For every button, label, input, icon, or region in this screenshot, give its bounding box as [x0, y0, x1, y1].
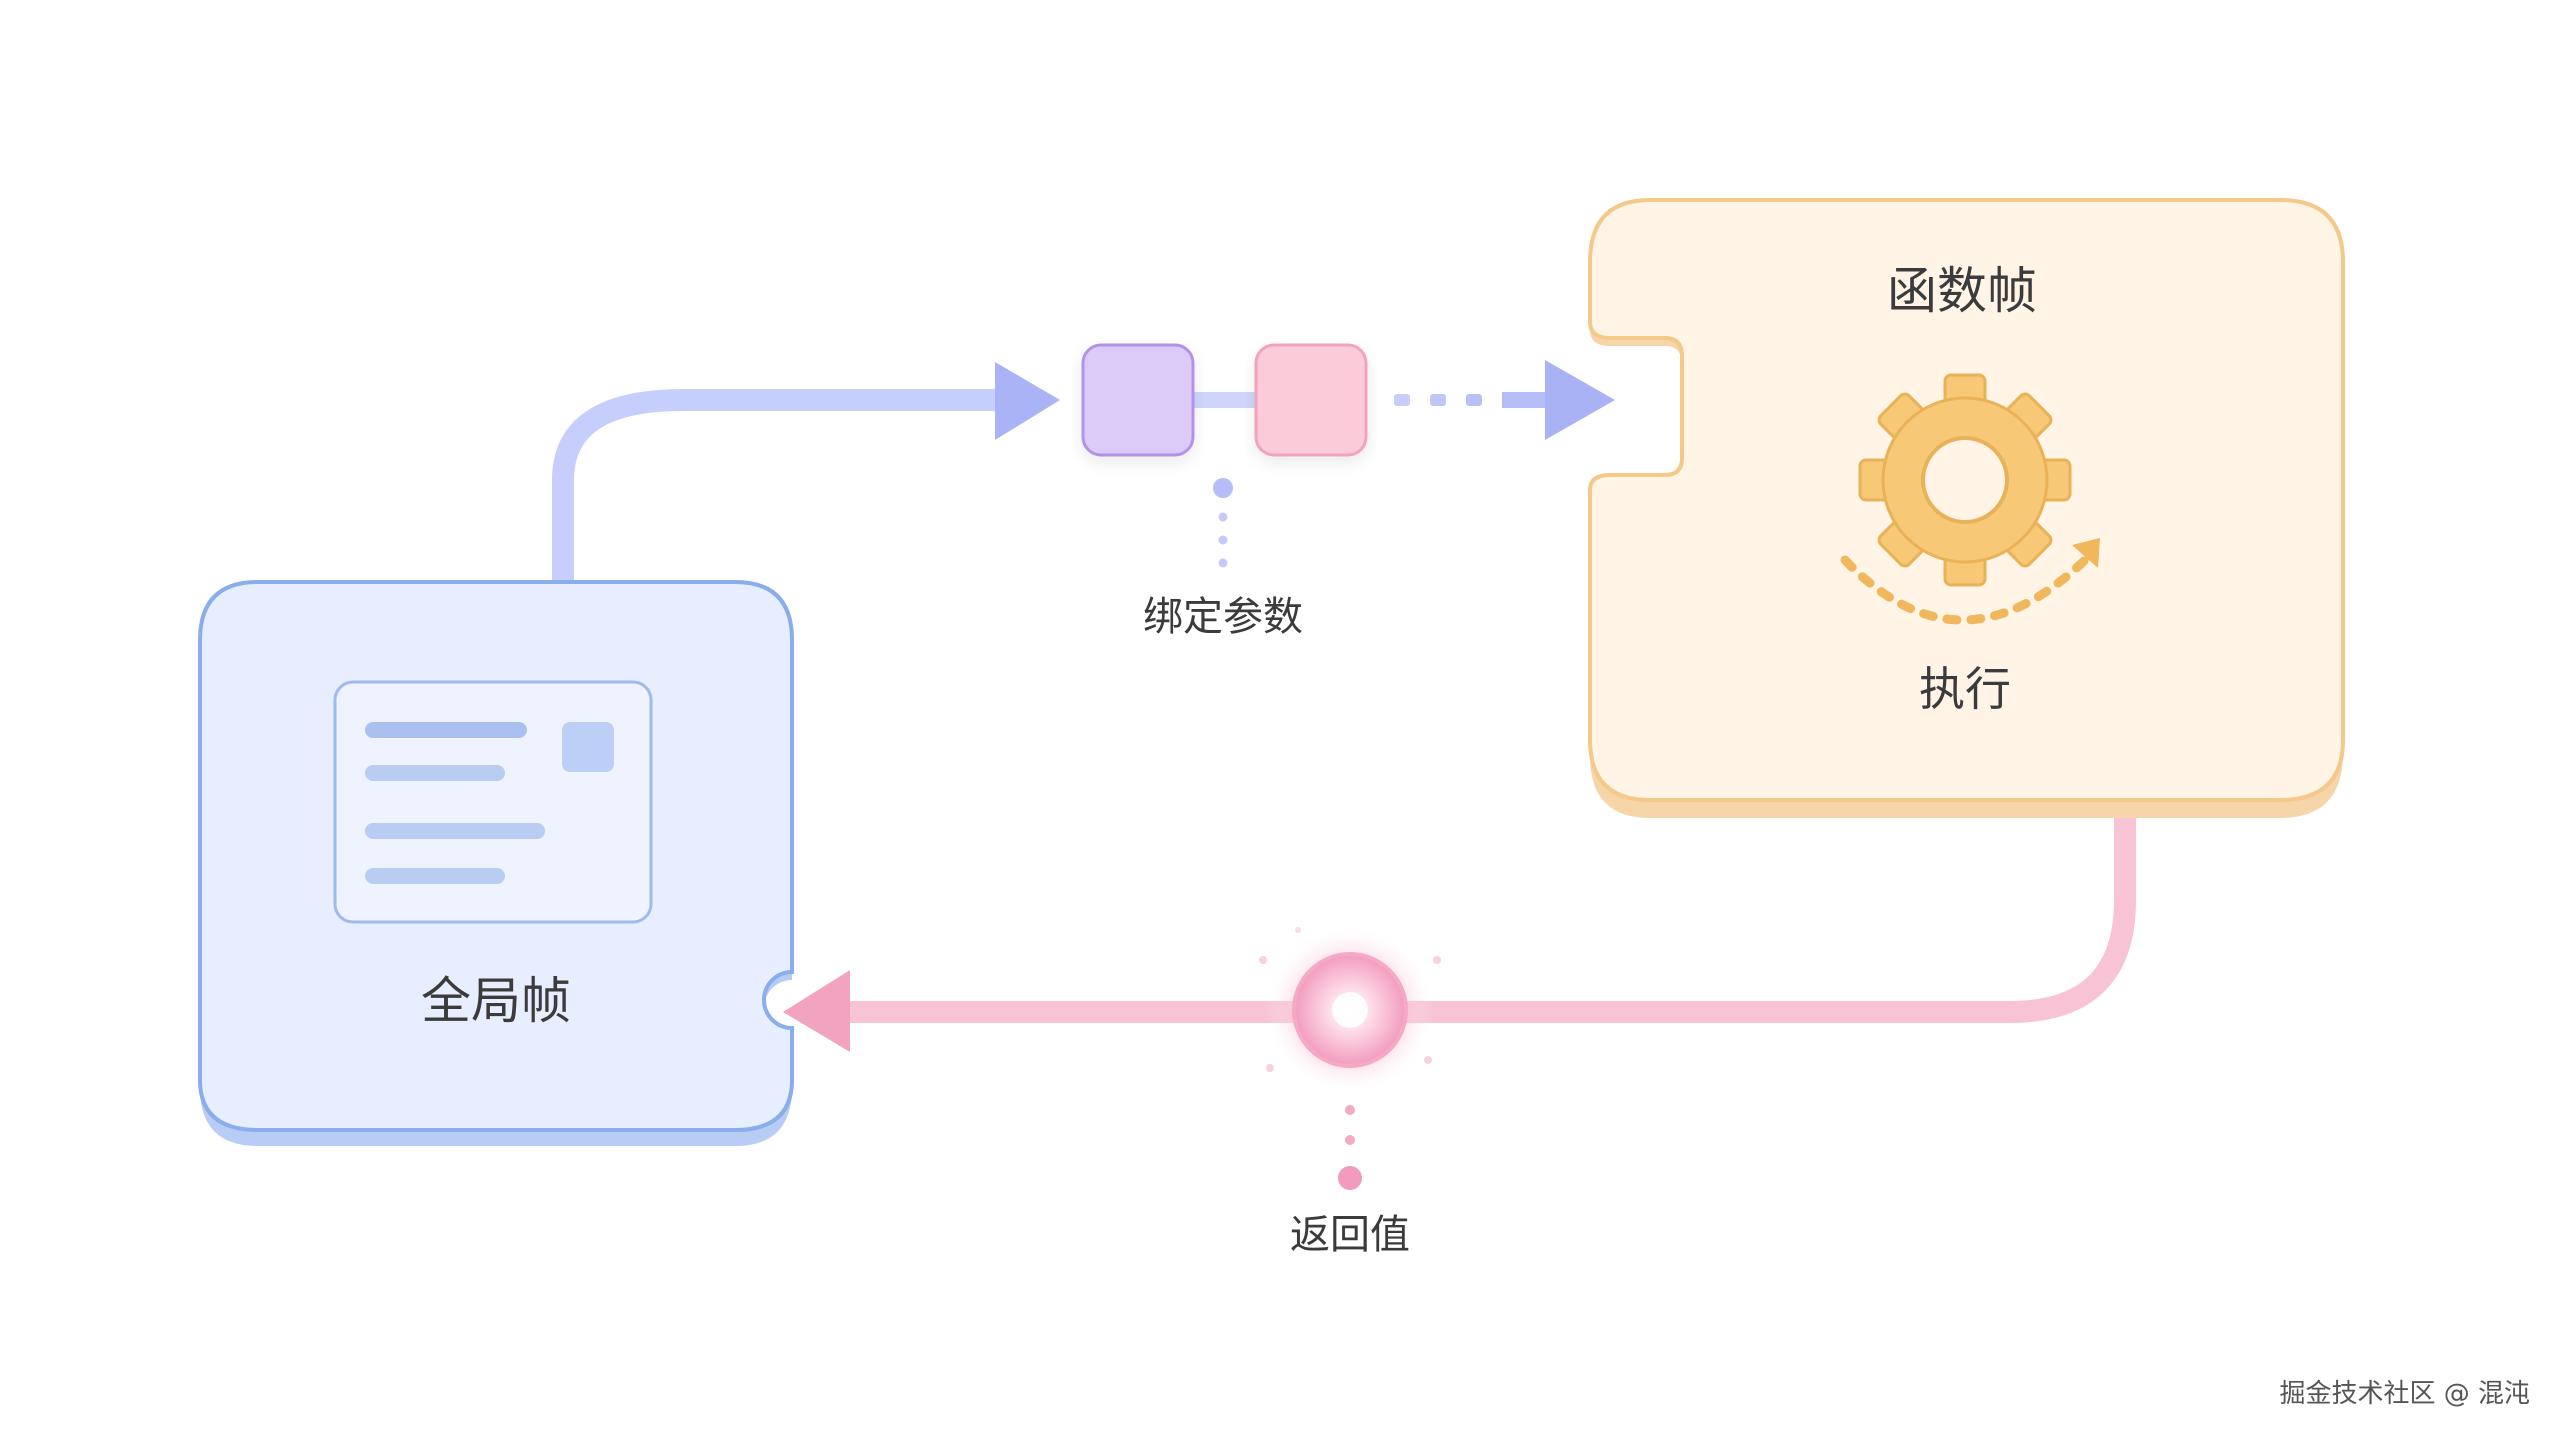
- return-arrow-head: [783, 970, 850, 1052]
- rotation-arrow-icon: [1840, 538, 2100, 625]
- bind-params-leader: [1213, 478, 1233, 568]
- param-block-pink: [1254, 343, 1368, 457]
- watermark: 掘金技术社区 @ 混沌: [2279, 1379, 2530, 1409]
- return-arrow-line: [830, 810, 2136, 1023]
- return-arrow: [783, 810, 2136, 1052]
- param-connector: [1190, 392, 1260, 408]
- call-arrow: [552, 362, 1060, 585]
- function-frame-label: 函数帧: [1887, 262, 2037, 320]
- function-frame: 函数帧 执行: [1588, 198, 2345, 818]
- global-frame: 全局帧: [198, 580, 794, 1146]
- bound-params: [1081, 343, 1368, 457]
- param-pass-arrow-head: [1545, 360, 1615, 440]
- param-pass-arrow: [1394, 360, 1615, 440]
- return-value-orb: [1259, 925, 1441, 1095]
- return-value-label: 返回值: [1290, 1212, 1410, 1258]
- global-frame-label: 全局帧: [421, 972, 571, 1030]
- document-icon: [333, 680, 653, 924]
- call-arrow-head: [995, 362, 1060, 440]
- gear-icon: [1858, 373, 2072, 587]
- return-value-leader: [1338, 1105, 1362, 1190]
- param-block-purple: [1081, 343, 1195, 457]
- bind-params-label: 绑定参数: [1143, 594, 1303, 640]
- call-arrow-line: [552, 389, 1010, 585]
- execute-label: 执行: [1919, 662, 2011, 716]
